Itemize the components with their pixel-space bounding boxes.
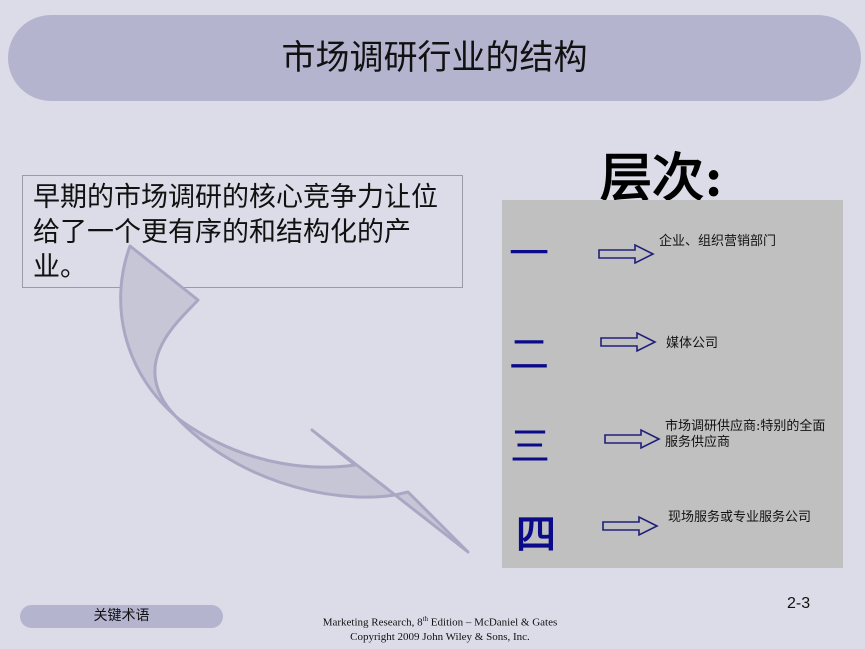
level-text: 企业、组织营销部门 bbox=[659, 234, 777, 249]
level-numeral: 一 bbox=[509, 231, 549, 277]
credit-line1: Marketing Research, 8 bbox=[322, 616, 423, 629]
level-numeral: 三 bbox=[510, 424, 550, 470]
levels-heading: 层次: bbox=[600, 148, 724, 209]
credit-text: Marketing Research, 8th Edition – McDani… bbox=[280, 612, 600, 644]
slide-title: 市场调研行业的结构 bbox=[281, 38, 588, 78]
credit-line2: Copyright 2009 John Wiley & Sons, Inc. bbox=[350, 630, 530, 643]
level-text: 现场服务或专业服务公司 bbox=[668, 510, 812, 525]
key-terms-label: 关键术语 bbox=[93, 608, 150, 624]
levels-panel bbox=[502, 200, 843, 568]
level-numeral: 二 bbox=[509, 332, 549, 378]
right-arrow-icon bbox=[600, 331, 657, 353]
page-number: 2-3 bbox=[787, 595, 811, 612]
title-bar: 市场调研行业的结构 bbox=[8, 15, 861, 101]
right-arrow-icon bbox=[598, 243, 655, 265]
credit-line1-rest: Edition – McDaniel & Gates bbox=[428, 616, 558, 629]
credit-sup: th bbox=[422, 615, 429, 623]
level-numeral: 四 bbox=[516, 511, 556, 558]
intro-textbox: 早期的市场调研的核心竞争力让位给了一个更有序的和结构化的产业。 bbox=[22, 175, 463, 288]
right-arrow-icon bbox=[604, 428, 661, 450]
level-text: 媒体公司 bbox=[666, 336, 719, 351]
key-terms-button[interactable]: 关键术语 bbox=[20, 605, 223, 628]
right-arrow-icon bbox=[602, 515, 659, 537]
level-text: 市场调研供应商:特别的全面服务供应商 bbox=[665, 419, 826, 450]
